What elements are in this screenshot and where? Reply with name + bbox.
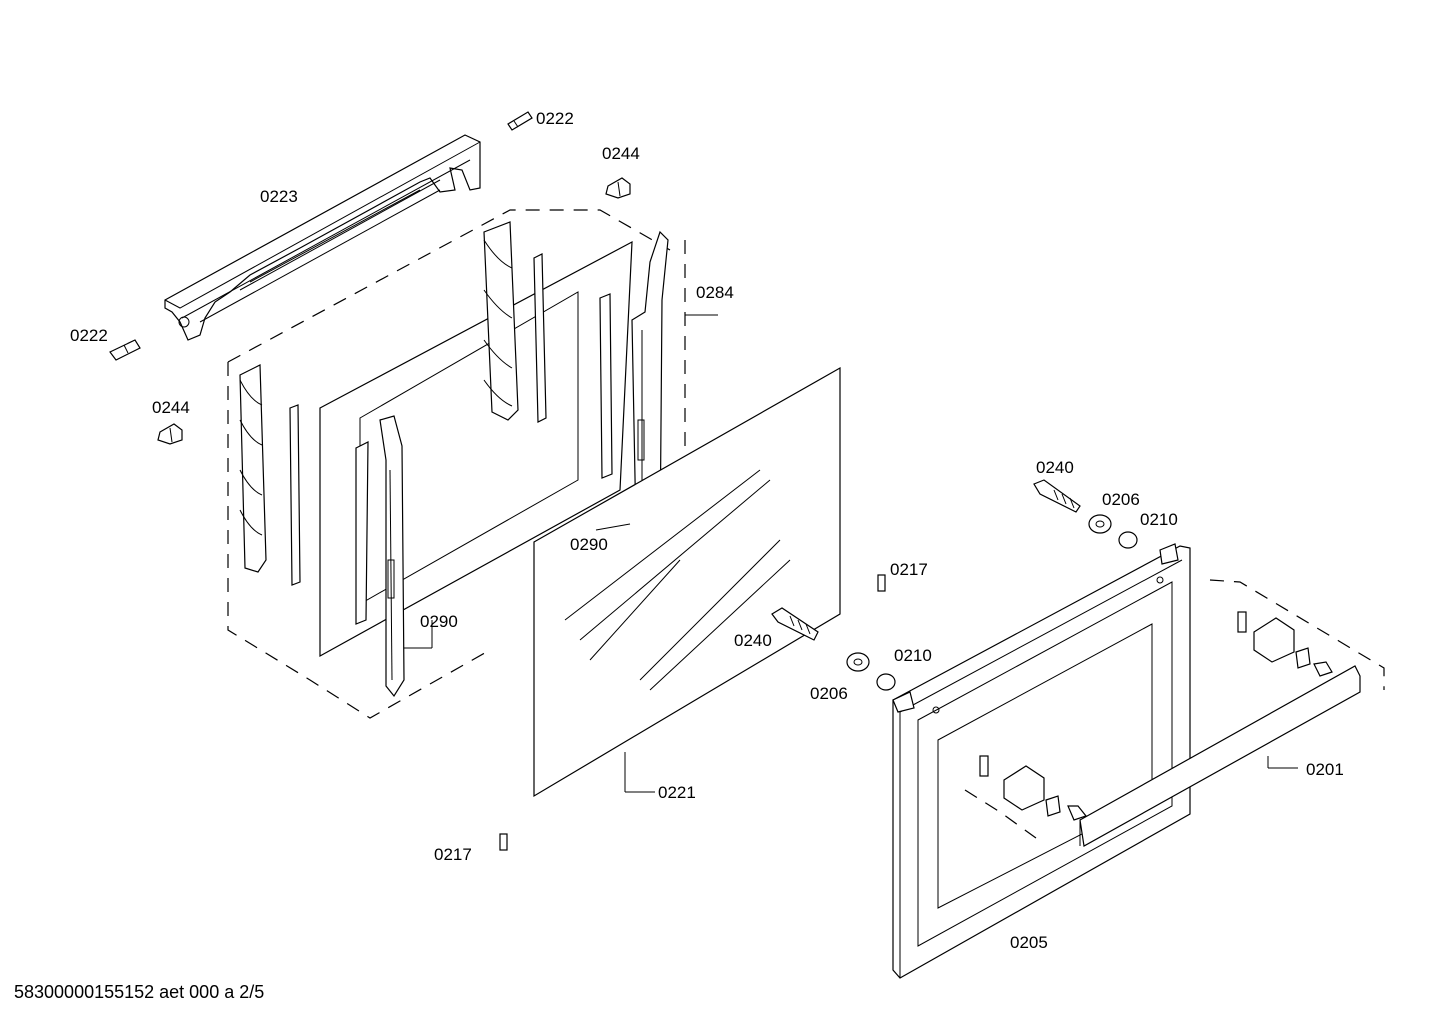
- handle-bracket-left: [979, 755, 1061, 817]
- label-0244-left: 0244: [152, 398, 190, 417]
- deflector-right: [483, 221, 613, 479]
- handle-bracket-right: [1237, 611, 1311, 669]
- label-0284: 0284: [696, 283, 734, 302]
- label-0240-front: 0240: [734, 631, 772, 650]
- deflector-left: [239, 364, 301, 586]
- label-0206-right: 0206: [1102, 490, 1140, 509]
- front-glass-panel: [533, 366, 841, 798]
- pin-part-left: [109, 339, 141, 361]
- clip-part-top: [605, 177, 631, 199]
- label-0217-mid: 0217: [890, 560, 928, 579]
- label-0221: 0221: [658, 783, 696, 802]
- clip-part-left: [157, 423, 183, 445]
- label-0290-mid: 0290: [570, 535, 608, 554]
- label-0244-top: 0244: [602, 144, 640, 163]
- label-0223: 0223: [260, 187, 298, 206]
- label-0222-top: 0222: [536, 109, 574, 128]
- bolt-front: [771, 607, 819, 641]
- pin-part-top: [507, 111, 533, 131]
- clip-small-low: [499, 833, 508, 851]
- label-0210-front: 0210: [894, 646, 932, 665]
- label-0205: 0205: [1010, 933, 1048, 952]
- trim-bar-part: [164, 134, 481, 341]
- label-0222-left: 0222: [70, 326, 108, 345]
- label-0290-low: 0290: [420, 612, 458, 631]
- hinge-rail-low: [379, 415, 405, 698]
- nut-right: [1118, 531, 1138, 549]
- label-0206-front: 0206: [810, 684, 848, 703]
- door-handle: [964, 579, 1385, 847]
- washer-right: [1088, 514, 1112, 534]
- label-0201: 0201: [1306, 760, 1344, 779]
- nut-front: [876, 673, 896, 691]
- outer-door-panel: [892, 543, 1191, 979]
- label-0210-right: 0210: [1140, 510, 1178, 529]
- label-0240-right: 0240: [1036, 458, 1074, 477]
- label-0217-low: 0217: [434, 845, 472, 864]
- drawing-reference-footer: 58300000155152 aet 000 a 2/5: [14, 982, 264, 1002]
- bolt-right: [1033, 479, 1081, 513]
- washer-front: [846, 652, 870, 672]
- leader-lines: [404, 523, 631, 649]
- clip-small-mid: [877, 574, 886, 592]
